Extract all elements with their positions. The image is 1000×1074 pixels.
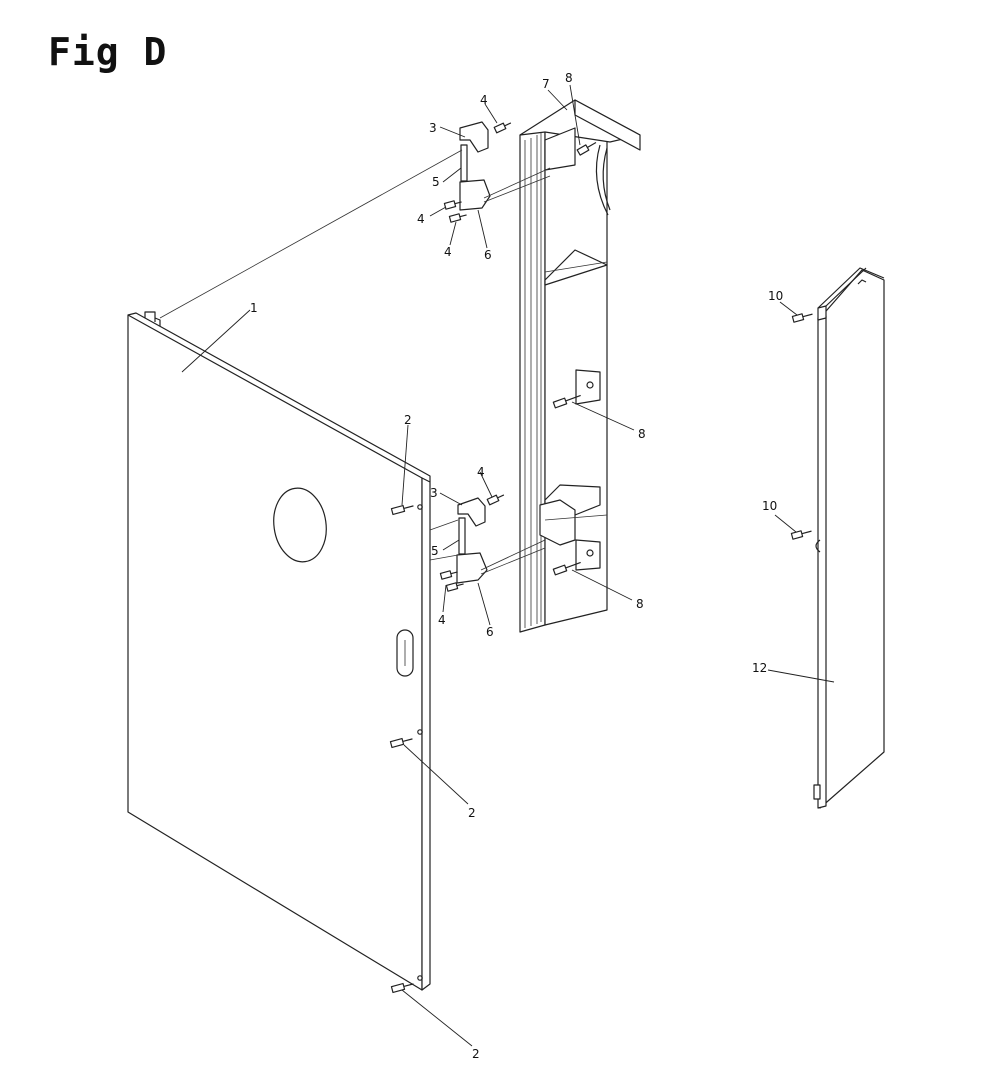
callout-4-top-left: 4 <box>417 212 425 226</box>
hinge-assembly-top <box>159 121 551 319</box>
callout-labels: 1 2 2 2 3 3 4 4 4 4 4 5 5 6 6 7 8 8 8 10… <box>250 71 783 1061</box>
callout-8-low: 8 <box>636 597 644 611</box>
callout-10-mid: 10 <box>762 499 777 513</box>
callout-6-top: 6 <box>484 248 492 262</box>
hinge-assembly-mid <box>429 494 546 592</box>
callout-4-top-lower: 4 <box>444 245 452 259</box>
cover-part-12 <box>813 267 885 809</box>
callout-5-top: 5 <box>432 175 440 189</box>
panel-screws-part-2 <box>389 504 414 994</box>
callout-6-mid: 6 <box>486 625 494 639</box>
callout-7: 7 <box>542 77 550 91</box>
leader-lines <box>181 84 835 1047</box>
figure-title: Fig D <box>48 30 168 74</box>
callout-12: 12 <box>752 661 767 675</box>
callout-4-top: 4 <box>480 93 488 107</box>
callout-3-top: 3 <box>429 121 437 135</box>
callout-8-mid: 8 <box>638 427 646 441</box>
frame-bolts-part-8 <box>552 141 597 576</box>
callout-3-mid: 3 <box>430 486 438 500</box>
callout-10-top: 10 <box>768 289 783 303</box>
callout-2-upper: 2 <box>404 413 412 427</box>
cover-screws-part-10 <box>790 313 813 540</box>
callout-4-mid-lower: 4 <box>438 613 446 627</box>
callout-1: 1 <box>250 301 258 315</box>
frame-part-7 <box>519 99 641 633</box>
callout-2-middle: 2 <box>468 806 476 820</box>
callout-2-lower: 2 <box>472 1047 480 1061</box>
callout-5-mid: 5 <box>431 544 439 558</box>
panel-part-1 <box>127 311 431 991</box>
callout-4-mid: 4 <box>477 465 485 479</box>
callout-8-top: 8 <box>565 71 573 85</box>
